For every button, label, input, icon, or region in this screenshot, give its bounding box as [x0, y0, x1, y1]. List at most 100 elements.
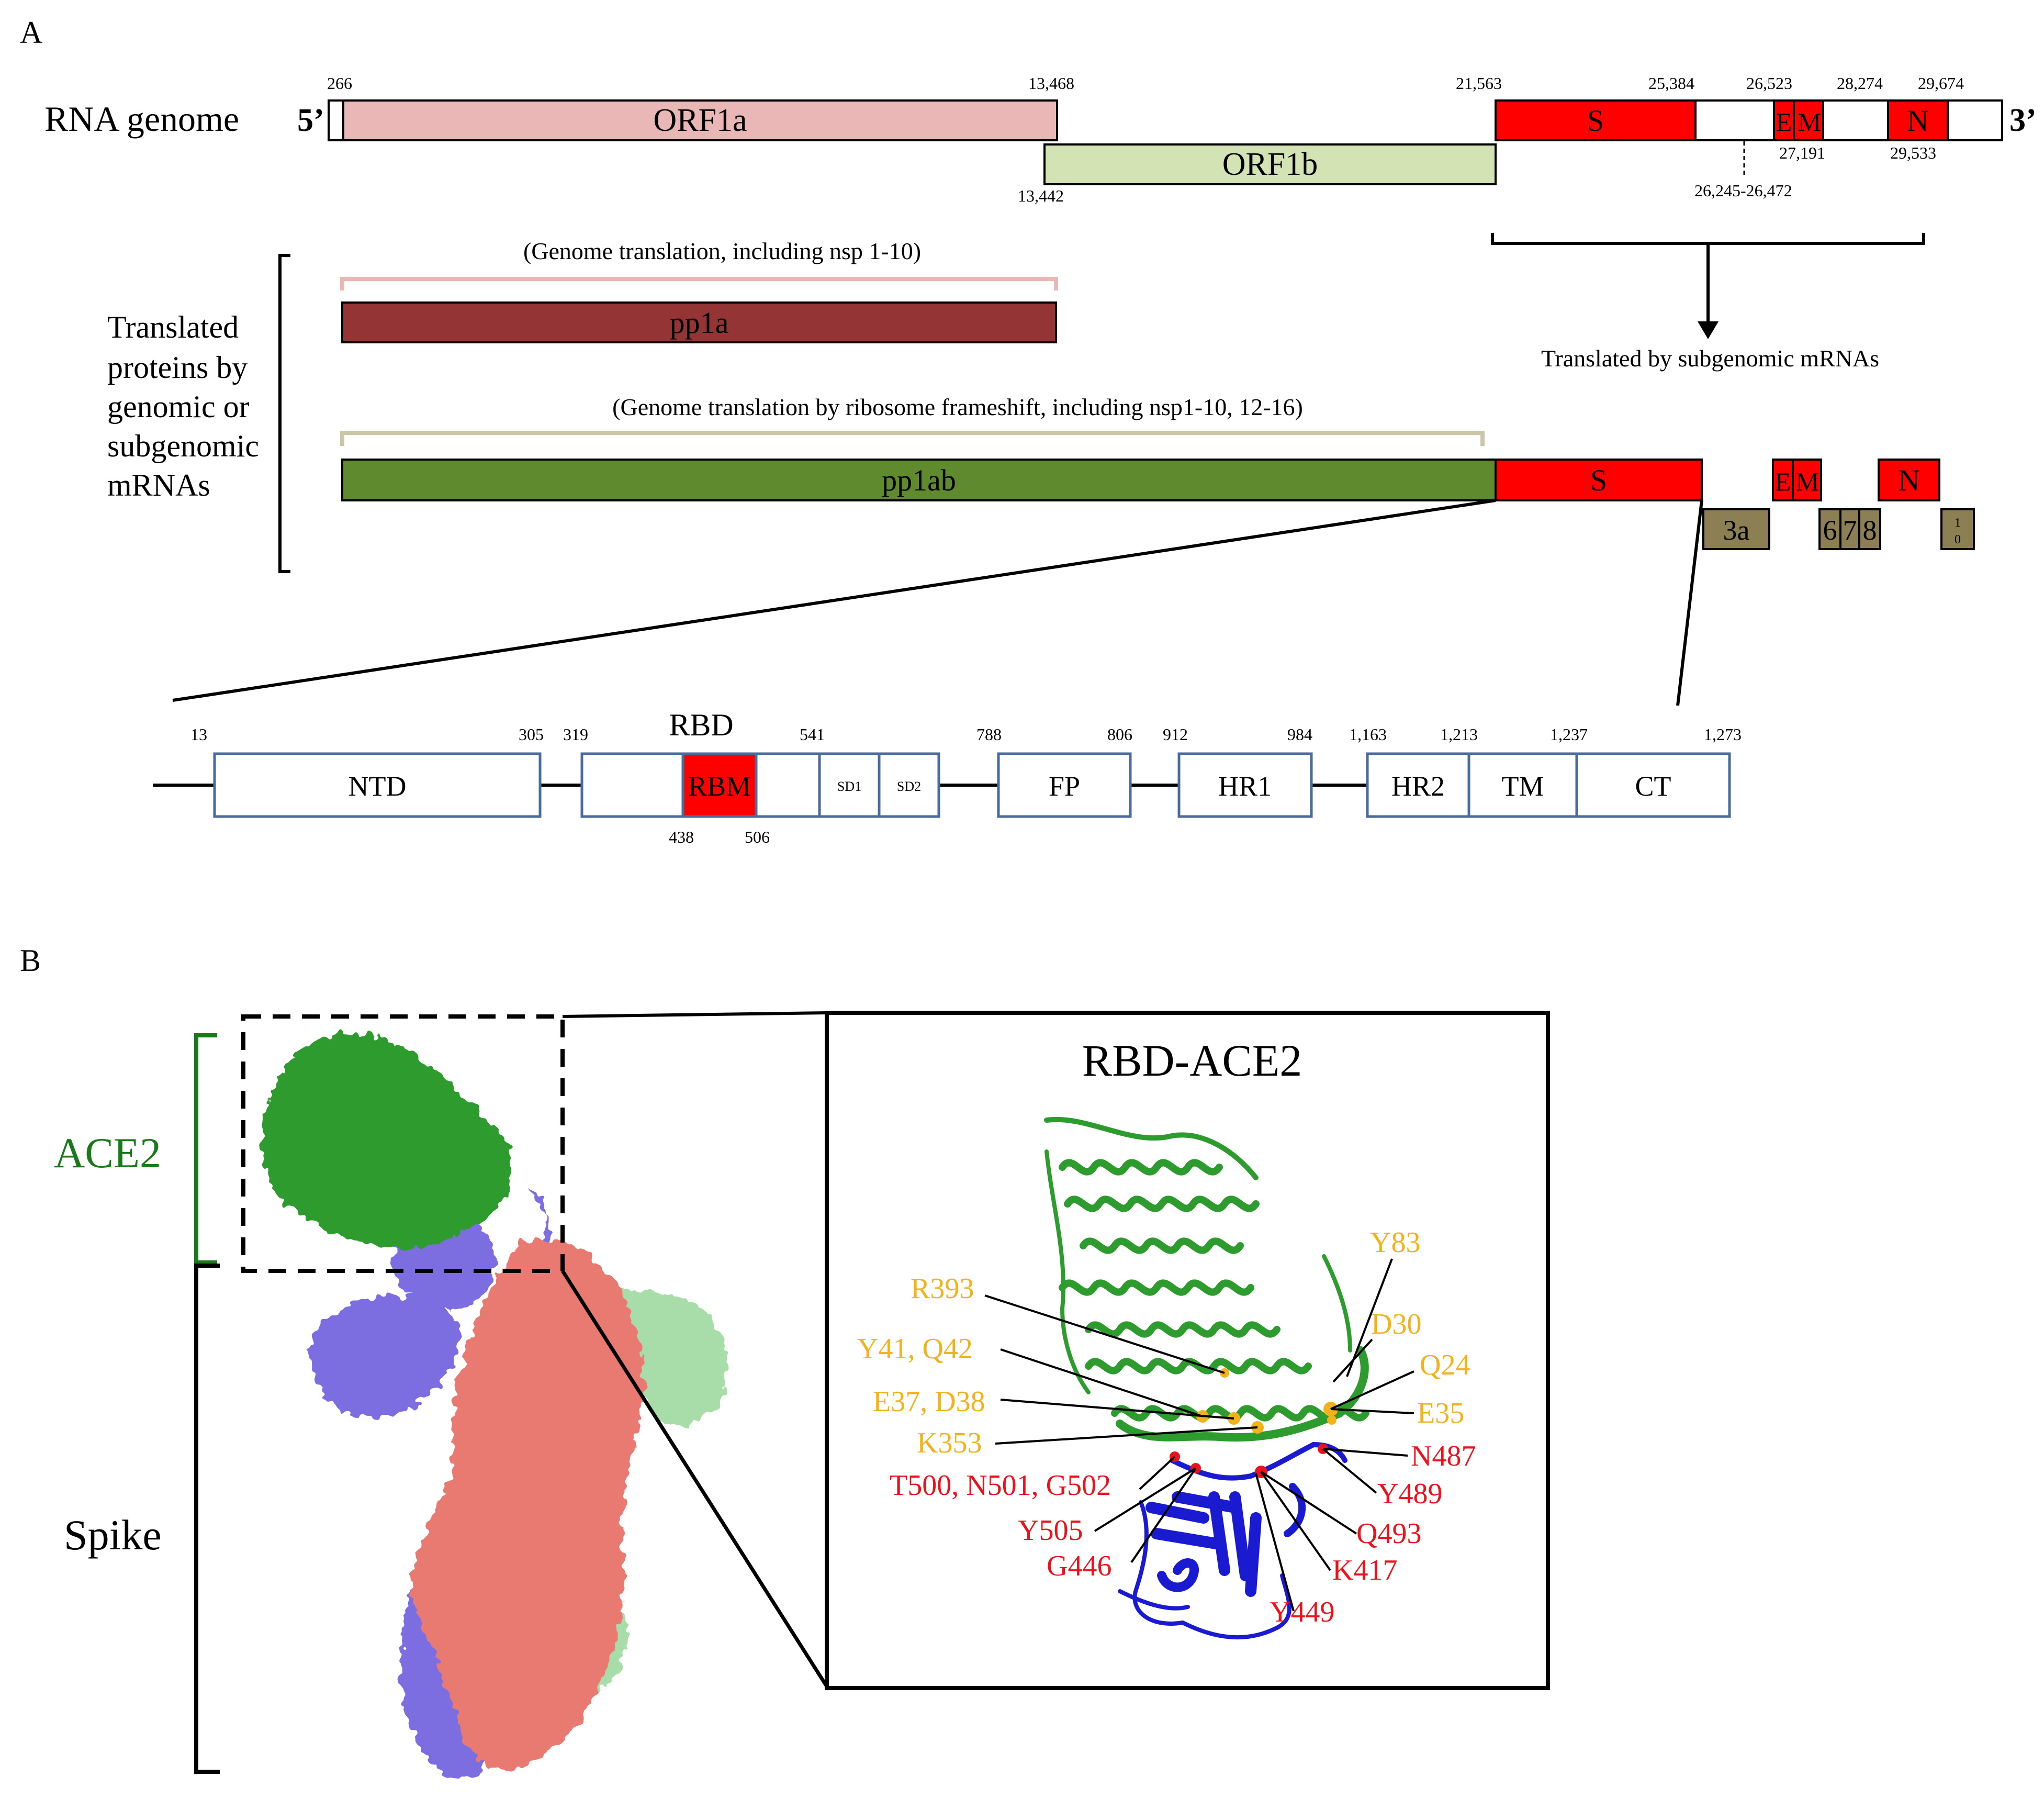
pos-984: 984	[1287, 725, 1312, 744]
orf1b-box	[1043, 143, 1497, 185]
translated-label-line4: subgenomic	[107, 429, 259, 463]
genome-n-label: N	[1907, 104, 1929, 138]
fp-box	[997, 752, 1132, 818]
pp1a-label: pp1a	[670, 306, 729, 340]
pp1ab-bracket	[340, 431, 1485, 446]
genome-m-box	[1793, 99, 1824, 141]
translated-proteins: Translated proteins by genomic or subgen…	[107, 233, 1975, 573]
residue-q493: Q493	[1356, 1517, 1421, 1550]
pos-27191: 27,191	[1779, 143, 1825, 162]
residue-y41-q42: Y41, Q42	[857, 1333, 973, 1365]
orf1b-label: ORF1b	[1222, 147, 1318, 182]
ntd-box	[213, 752, 542, 818]
genome-s-box	[1495, 99, 1697, 141]
panel-a-label: A	[20, 15, 42, 50]
ace2-bracket	[194, 1033, 217, 1265]
pp1ab-note: (Genome translation by ribosome frameshi…	[612, 394, 1303, 420]
residue-y505: Y505	[1018, 1514, 1083, 1547]
zoom-line-bottom	[561, 1270, 828, 1688]
spike-zoom-line-right	[1676, 500, 1703, 706]
fp-label: FP	[1049, 770, 1080, 802]
pos-506: 506	[745, 828, 770, 846]
residue-y83: Y83	[1370, 1226, 1420, 1259]
residue-y489: Y489	[1377, 1478, 1442, 1510]
pos-305: 305	[519, 725, 544, 744]
panel-a: A RNA genome 5’ ORF1a ORF1b S E M N 3’ 2…	[20, 15, 2037, 846]
tm-box	[1467, 752, 1578, 818]
protein-e-box	[1772, 459, 1794, 501]
orf6-box	[1818, 508, 1841, 550]
residue-n487: N487	[1411, 1440, 1476, 1472]
pos-319: 319	[563, 725, 588, 744]
pos-788: 788	[976, 725, 1002, 744]
ct-box	[1575, 752, 1731, 818]
genome-n-box	[1887, 99, 1949, 141]
pos-1163: 1,163	[1349, 725, 1387, 744]
pos-21563: 21,563	[1456, 74, 1502, 93]
translated-label-line1: Translated	[107, 310, 239, 344]
residue-k353: K353	[917, 1427, 982, 1459]
three-prime-label: 3’	[2009, 103, 2037, 138]
residue-t500-n501-g502: T500, N501, G502	[890, 1469, 1111, 1502]
protein-m-label: M	[1796, 467, 1819, 496]
rbd-title: RBD	[669, 708, 733, 742]
pos-29533: 29,533	[1890, 143, 1936, 162]
orf8-box	[1858, 508, 1881, 550]
pos-29674: 29,674	[1918, 74, 1964, 93]
ace2-green-chain	[262, 1033, 512, 1248]
residue-y449: Y449	[1270, 1596, 1334, 1628]
residue-r393: R393	[911, 1272, 974, 1305]
zoom-dashed-box	[241, 1014, 565, 1273]
ace2-label: ACE2	[54, 1129, 161, 1177]
protein-n-box	[1878, 459, 1940, 501]
protein-s-box	[1495, 459, 1703, 501]
protein-s-label: S	[1590, 463, 1607, 497]
pp1a-note: (Genome translation, including nsp 1-10)	[523, 238, 921, 264]
rna-genome-row: RNA genome 5’ ORF1a ORF1b S E M N 3’ 266…	[44, 74, 2037, 205]
pos-13: 13	[190, 725, 207, 744]
residue-e37-d38: E37, D38	[873, 1385, 985, 1418]
subgenomic-bracket	[1491, 233, 1925, 245]
protein-n-label: N	[1898, 463, 1920, 497]
orf3a-label: 3a	[1723, 515, 1750, 546]
residue-g446: G446	[1047, 1550, 1111, 1582]
pp1ab-label: pp1ab	[882, 463, 956, 497]
hr1-label: HR1	[1218, 770, 1272, 802]
inset-title: RBD-ACE2	[1082, 1035, 1302, 1086]
pos-1273: 1,273	[1704, 725, 1742, 744]
pp1a-bracket	[340, 277, 1058, 290]
panel-b-label: B	[20, 943, 41, 978]
ace2-residue-marker	[1327, 1415, 1337, 1425]
orf10-label-bottom: 0	[1955, 533, 1961, 546]
rbm-box	[681, 752, 758, 818]
subgenomic-note: Translated by subgenomic mRNAs	[1541, 345, 1879, 372]
spike-zoom-line-left	[172, 499, 1496, 702]
translated-label-line3: genomic or	[107, 389, 250, 424]
orf8-label: 8	[1863, 515, 1877, 546]
tm-label: TM	[1502, 770, 1544, 802]
genome-e-box	[1773, 99, 1795, 141]
pos-13468: 13,468	[1028, 74, 1074, 93]
rbd-ribbon	[1118, 1442, 1347, 1640]
sd1-box	[818, 752, 881, 818]
protein-e-label: E	[1775, 467, 1791, 496]
residue-e35: E35	[1417, 1397, 1464, 1429]
pp1a-box	[341, 301, 1057, 343]
pos-1237: 1,237	[1550, 725, 1588, 744]
pos-438: 438	[669, 828, 694, 846]
pos-26245-26472: 26,245-26,472	[1694, 181, 1792, 200]
translated-label-line5: mRNAs	[107, 468, 210, 502]
spike-bracket	[194, 1264, 220, 1774]
sd2-label: SD2	[897, 779, 921, 794]
spike-domain-map: NTD RBD RBM SD1 SD2 FP HR1 HR2 TM CT 13 …	[153, 708, 1742, 846]
translated-bracket	[278, 254, 290, 573]
translated-label-line2: proteins by	[107, 350, 248, 385]
pos-806: 806	[1107, 725, 1132, 744]
pos-541: 541	[800, 725, 825, 744]
translated-label: Translated proteins by genomic or subgen…	[107, 310, 267, 502]
orf3a-box	[1702, 508, 1770, 550]
genome-s-label: S	[1587, 104, 1604, 138]
ntd-label: NTD	[349, 770, 407, 802]
pos-912: 912	[1163, 725, 1188, 744]
